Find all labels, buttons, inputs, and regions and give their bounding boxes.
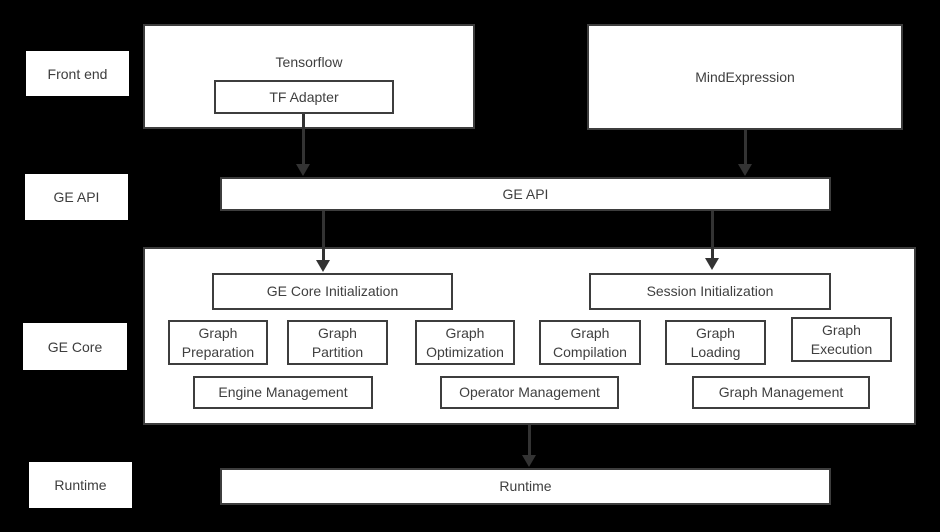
arrow-shaft bbox=[321, 211, 325, 260]
mindexpression-box: MindExpression bbox=[587, 24, 903, 130]
ge-core-initialization-box: GE Core Initialization bbox=[212, 273, 453, 310]
operator-management-box: Operator Management bbox=[440, 376, 619, 409]
arrow-down-icon bbox=[296, 164, 310, 176]
layer-label-ge-api: GE API bbox=[25, 174, 128, 220]
arrow-ge-api-to-ge-core-init bbox=[316, 211, 330, 272]
session-initialization-box: Session Initialization bbox=[589, 273, 831, 310]
graph-optimization-line1: Graph bbox=[445, 324, 485, 341]
arrow-down-icon bbox=[705, 258, 719, 270]
graph-compilation-line2: Compilation bbox=[553, 343, 627, 360]
graph-compilation-box: Graph Compilation bbox=[539, 320, 641, 365]
runtime-bar: Runtime bbox=[220, 468, 831, 505]
graph-optimization-box: Graph Optimization bbox=[415, 320, 515, 365]
arrow-down-icon bbox=[738, 164, 752, 176]
engine-management-box: Engine Management bbox=[193, 376, 373, 409]
arrow-shaft bbox=[743, 130, 747, 164]
graph-loading-line1: Graph bbox=[696, 324, 735, 341]
arrow-shaft bbox=[527, 425, 531, 455]
graph-partition-box: Graph Partition bbox=[287, 320, 388, 365]
graph-preparation-line1: Graph bbox=[198, 324, 238, 341]
arrow-ge-core-to-runtime bbox=[522, 425, 536, 467]
arrow-down-icon bbox=[316, 260, 330, 272]
graph-preparation-box: Graph Preparation bbox=[168, 320, 268, 365]
graph-execution-line1: Graph bbox=[822, 321, 861, 338]
graph-partition-line2: Partition bbox=[311, 343, 364, 360]
layer-label-runtime: Runtime bbox=[29, 462, 132, 508]
arrow-shaft bbox=[301, 114, 305, 164]
arrow-tf-adapter-to-ge-api bbox=[296, 114, 310, 176]
graph-management-box: Graph Management bbox=[692, 376, 870, 409]
arrow-ge-api-to-session-init bbox=[705, 211, 719, 270]
layer-label-ge-core: GE Core bbox=[23, 323, 127, 370]
graph-compilation-line1: Graph bbox=[570, 324, 610, 341]
arrow-down-icon bbox=[522, 455, 536, 467]
graph-loading-line2: Loading bbox=[690, 343, 741, 360]
tensorflow-label: Tensorflow bbox=[275, 54, 343, 70]
graph-execution-line2: Execution bbox=[810, 340, 873, 357]
layer-label-front-end: Front end bbox=[26, 51, 129, 96]
arrow-shaft bbox=[710, 211, 714, 258]
tf-adapter-box: TF Adapter bbox=[214, 80, 394, 114]
graph-partition-line1: Graph bbox=[318, 324, 357, 341]
graph-optimization-line2: Optimization bbox=[426, 343, 504, 360]
graph-loading-box: Graph Loading bbox=[665, 320, 766, 365]
arrow-mindexpression-to-ge-api bbox=[738, 130, 752, 176]
graph-execution-box: Graph Execution bbox=[791, 317, 892, 362]
graph-preparation-line2: Preparation bbox=[181, 343, 255, 360]
ge-api-bar: GE API bbox=[220, 177, 831, 211]
